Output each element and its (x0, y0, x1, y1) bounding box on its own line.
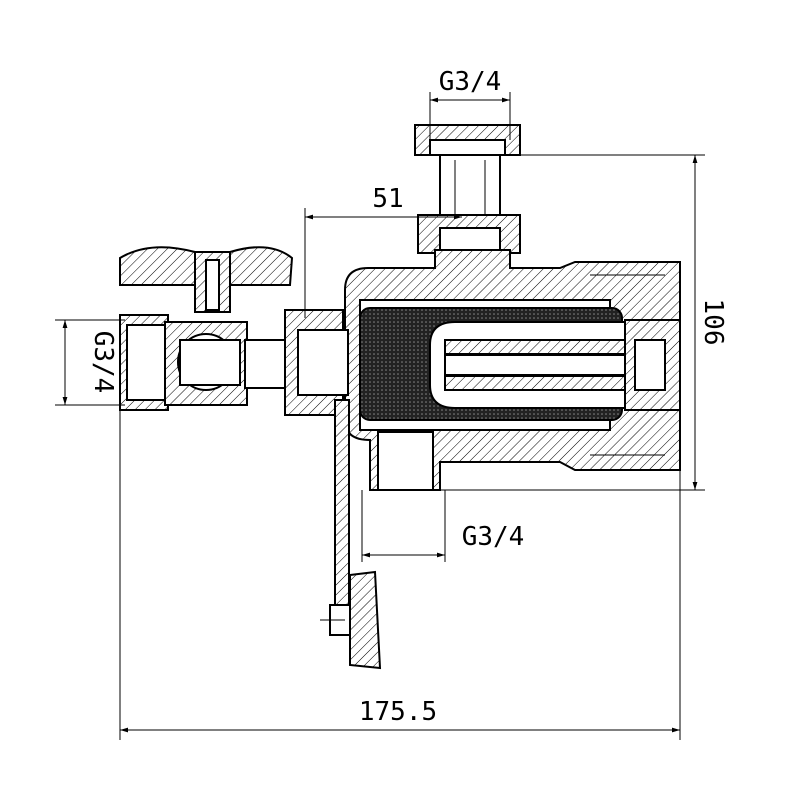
overall-length-label: 175.5 (359, 697, 437, 727)
bottom-thread-label: G3/4 (462, 522, 525, 552)
drain-valve (320, 399, 382, 670)
top-inlet-fitting (414, 124, 521, 299)
filter-body (344, 249, 681, 491)
top-thread-label: G3/4 (439, 67, 502, 97)
height-dimension-label: 106 (698, 299, 728, 346)
dimensions: G3/4 51 106 G3/4 G3/4 175.5 (55, 67, 728, 740)
left-thread-label: G3/4 (88, 331, 118, 394)
ball-valve (119, 246, 349, 416)
offset-dimension-label: 51 (372, 184, 403, 214)
